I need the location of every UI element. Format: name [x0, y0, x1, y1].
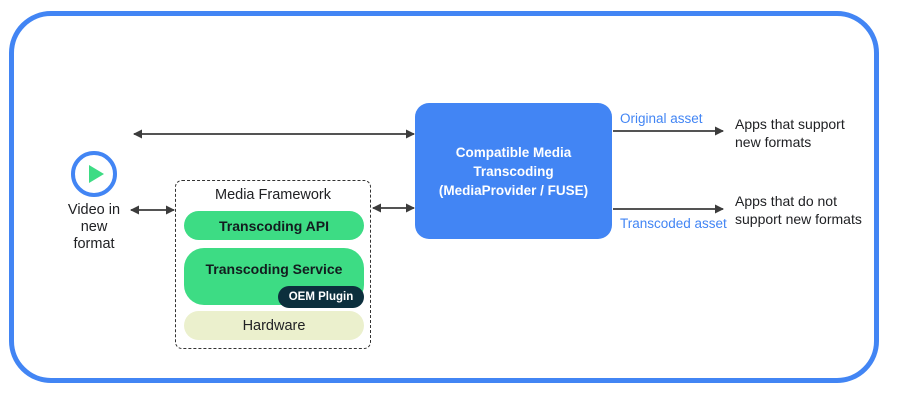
- edge-label-original-asset: Original asset: [620, 111, 703, 126]
- badge-oem-plugin[interactable]: OEM Plugin: [278, 286, 364, 308]
- video-source-caption: Video in new format: [67, 202, 121, 252]
- compatible-media-transcoding-box[interactable]: Compatible Media Transcoding (MediaProvi…: [415, 103, 612, 239]
- play-triangle-icon: [89, 165, 104, 183]
- layer-transcoding-api[interactable]: Transcoding API: [184, 211, 364, 240]
- media-framework-title: Media Framework: [214, 187, 332, 203]
- layer-hardware[interactable]: Hardware: [184, 311, 364, 340]
- target-apps-support-new-formats: Apps that support new formats: [735, 116, 845, 150]
- edge-label-transcoded-asset: Transcoded asset: [620, 216, 727, 231]
- target-apps-no-support-new-formats: Apps that do not support new formats: [735, 193, 862, 227]
- media-framework-group: Media Framework Transcoding API Transcod…: [175, 180, 371, 349]
- play-circle-icon: [71, 151, 117, 197]
- outer-frame-border: [9, 11, 879, 383]
